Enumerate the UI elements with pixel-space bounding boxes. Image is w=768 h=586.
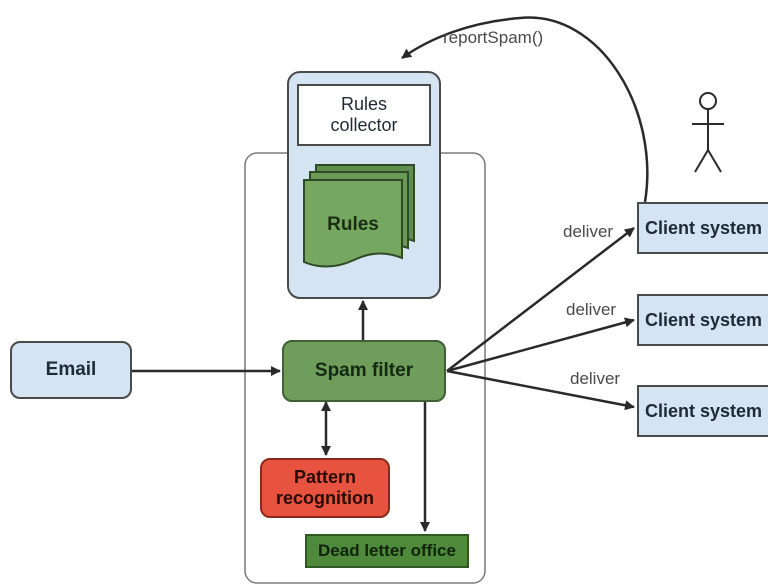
- deliver-label-1: deliver: [563, 222, 614, 241]
- user-icon: [692, 92, 724, 173]
- email-label: Email: [45, 359, 97, 381]
- deliver-label-2: deliver: [566, 300, 617, 319]
- client-system-label: Client system: [644, 217, 763, 238]
- dead-letter-office-label: Dead letter office: [318, 541, 456, 561]
- email-box: Email: [10, 341, 132, 399]
- deliver-arrow-3: [446, 369, 635, 411]
- deliver-arrow-2: [446, 317, 635, 373]
- client-system-box-3: Client system: [637, 385, 768, 437]
- rules-collector-box: Rules collector: [297, 84, 431, 146]
- dead-letter-office-box: Dead letter office: [305, 534, 469, 568]
- report-spam-arrow: [401, 16, 649, 203]
- rules-stack: [303, 164, 415, 268]
- client-system-label: Client system: [644, 309, 763, 330]
- deliver-label-3: deliver: [570, 369, 621, 388]
- pattern-recognition-box: Pattern recognition: [260, 458, 390, 518]
- deliver-arrow-1: [446, 227, 635, 372]
- rules-collector-label: Rules collector: [330, 94, 398, 135]
- client-system-box-2: Client system: [637, 294, 768, 346]
- pattern-recognition-label: Pattern recognition: [276, 467, 374, 508]
- spam-filter-box: Spam filter: [282, 340, 446, 402]
- rules-label: Rules: [327, 214, 379, 236]
- client-system-label: Client system: [644, 400, 763, 421]
- spam-filter-label: Spam filter: [314, 360, 414, 382]
- report-spam-label: reportSpam(): [443, 28, 544, 47]
- rules-label-box: Rules: [304, 205, 402, 245]
- client-system-box-1: Client system: [637, 202, 768, 254]
